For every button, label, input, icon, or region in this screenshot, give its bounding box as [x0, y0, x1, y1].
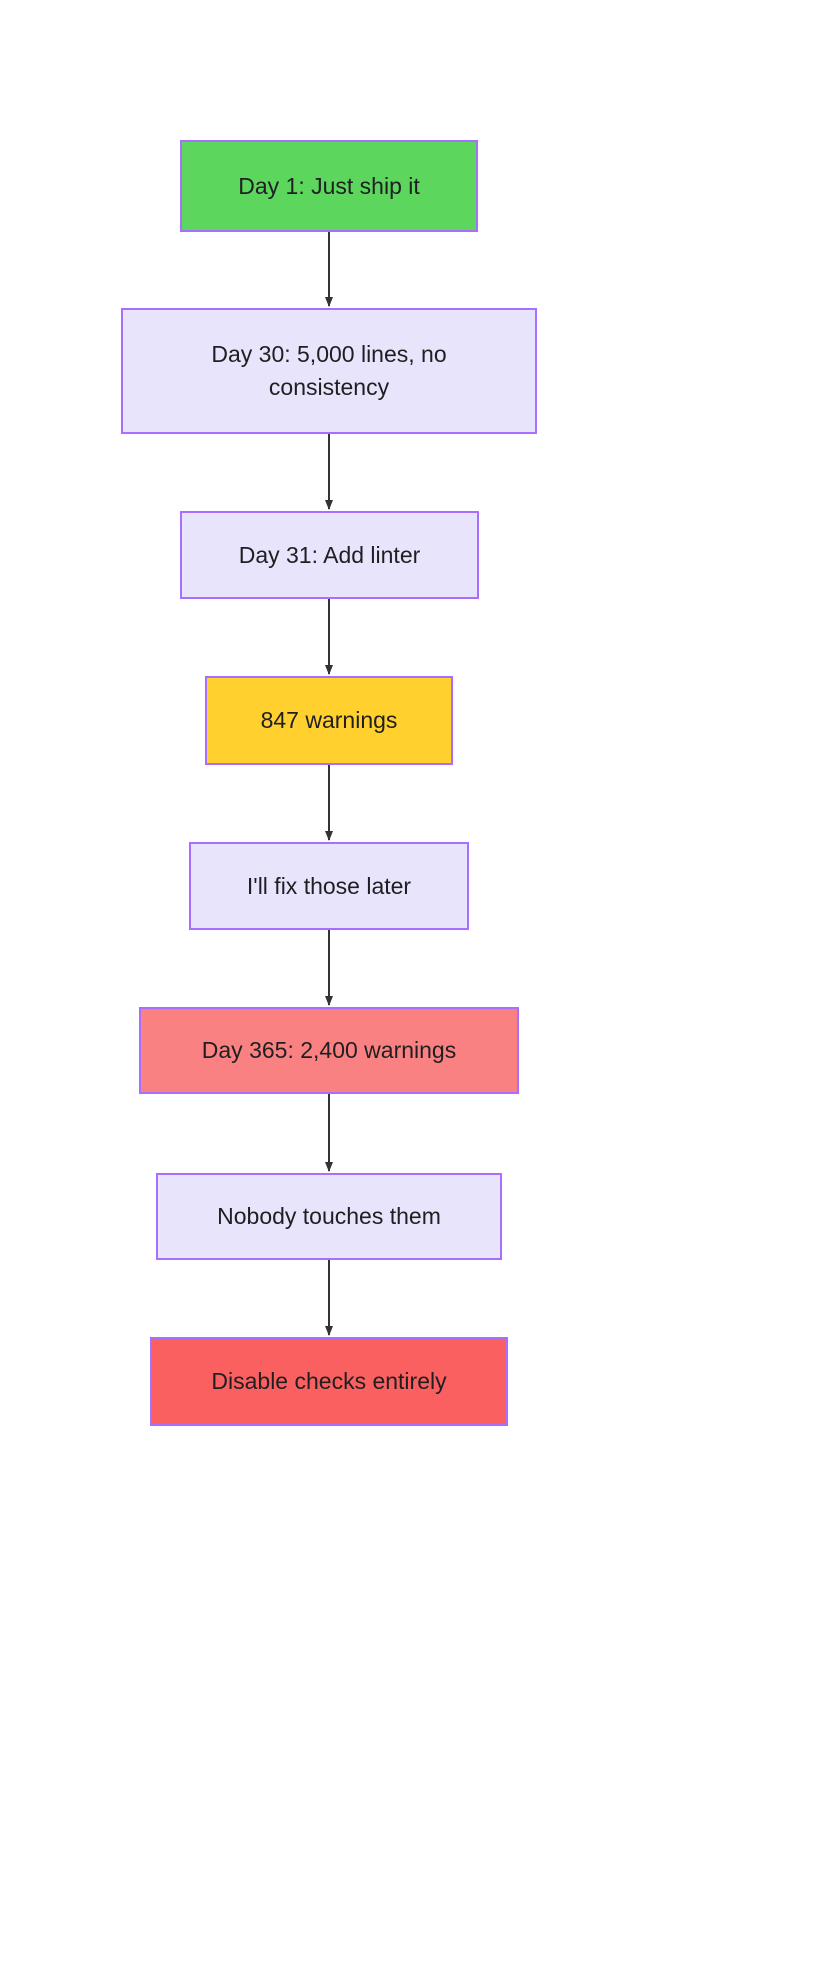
flow-node-label: Day 30: 5,000 lines, no consistency: [211, 341, 447, 400]
flow-node-day1[interactable]: Day 1: Just ship it: [180, 140, 478, 232]
flow-node-label: Nobody touches them: [217, 1203, 441, 1230]
flow-node-fix-later[interactable]: I'll fix those later: [189, 842, 469, 930]
flow-node-label: I'll fix those later: [246, 872, 412, 899]
flow-node-day31[interactable]: Day 31: Add linter: [180, 511, 479, 599]
flow-node-847-warnings[interactable]: 847 warnings: [205, 676, 453, 765]
flow-node-day365[interactable]: Day 365: 2,400 warnings: [139, 1007, 519, 1094]
flow-node-disable-checks[interactable]: Disable checks entirely: [150, 1337, 508, 1426]
flow-node-label: Disable checks entirely: [211, 1368, 447, 1395]
flow-node-nobody-touches[interactable]: Nobody touches them: [156, 1173, 502, 1260]
flow-node-label: Day 31: Add linter: [238, 541, 421, 568]
flow-node-label: Day 365: 2,400 warnings: [201, 1037, 457, 1064]
flow-node-label: Day 1: Just ship it: [238, 172, 420, 199]
flow-node-day30[interactable]: Day 30: 5,000 lines, no consistency: [121, 308, 537, 434]
flow-node-label: 847 warnings: [260, 707, 398, 734]
